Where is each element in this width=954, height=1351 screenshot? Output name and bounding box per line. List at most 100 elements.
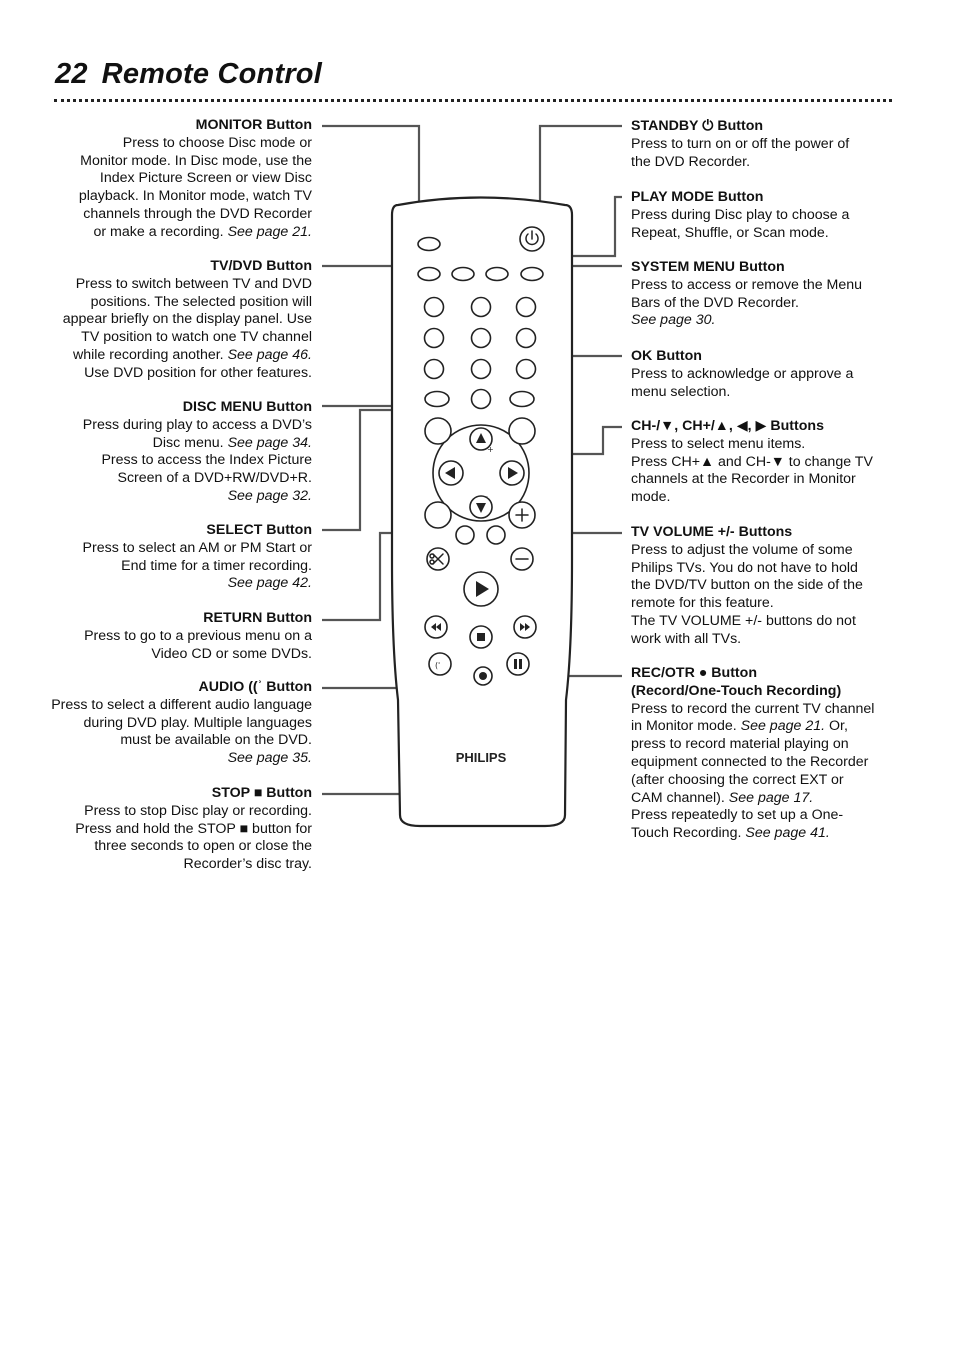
svg-text:-: - [485, 492, 488, 501]
ok-heading: OK Button [631, 348, 702, 364]
discmenu-ref: See page 34. [227, 434, 312, 451]
tvdvd-heading: TV/DVD Button [210, 258, 312, 274]
tvdvd-text2: Use DVD position for other features. [84, 364, 312, 381]
playmode-description: PLAY MODE Button Press during Disc play … [631, 189, 893, 242]
pause-button [506, 652, 530, 676]
tvdvd-ref: See page 46. [227, 346, 312, 363]
number-button-7 [423, 358, 445, 380]
discmenu-heading: DISC MENU Button [182, 399, 312, 415]
record-dot-icon [479, 672, 487, 680]
select-button [424, 417, 452, 445]
pause-icon [514, 659, 517, 669]
number-button-9 [515, 358, 537, 380]
rec-ref: See page 21. [740, 718, 826, 735]
return-button [424, 501, 452, 529]
tvdvd-button [417, 266, 441, 282]
rec-ref2: See page 17. [728, 789, 814, 806]
rec-text: Press to record the current TV channel i… [631, 700, 875, 735]
arrow-left-icon [445, 467, 455, 479]
rec-heading: REC/OTR ● Button [631, 665, 757, 681]
stop-heading: STOP ■ Button [211, 785, 312, 801]
stop-description: STOP ■ Button Press to stop Disc play or… [42, 785, 312, 874]
leader-standby [538, 124, 622, 230]
dotted-divider [54, 99, 892, 102]
small-button-b [486, 525, 506, 545]
number-button-1 [423, 296, 445, 318]
arrow-up-icon [476, 433, 486, 443]
monitor-ref: See page 21. [227, 223, 312, 240]
monitor-heading: MONITOR Button [195, 117, 312, 133]
number-button-5 [470, 327, 492, 349]
audio-heading: AUDIO ((ʾ Button [198, 679, 312, 695]
oval-button-2 [451, 266, 475, 282]
monitor-button [417, 236, 441, 252]
svg-text:+: + [487, 445, 494, 454]
systemmenu-text: Press to access or remove the Menu Bars … [631, 276, 863, 311]
return-text: Press to go to a previous menu on a Vide… [84, 627, 312, 662]
rec-ref3: See page 41. [745, 825, 830, 842]
page-title: 22 Remote Control [55, 58, 336, 91]
playmode-heading: PLAY MODE Button [631, 189, 764, 205]
playmode-button [485, 266, 509, 282]
rec-text2: Or, press to record material playing on … [631, 718, 869, 806]
tvdvd-text: Press to switch between TV and DVD posit… [62, 275, 312, 363]
monitor-description: MONITOR Button Press to choose Disc mode… [42, 117, 312, 242]
arrow-right-icon [508, 467, 518, 479]
rec-heading2: (Record/One-Touch Recording) [631, 682, 842, 699]
rec-text3: Press repeatedly to set up a One- Touch … [631, 807, 844, 842]
systemmenu-button [509, 390, 535, 408]
audio-ref: See page 35. [227, 750, 312, 767]
select-description: SELECT Button Press to select an AM or P… [42, 522, 312, 593]
tvvol-text: Press to adjust the volume of some Phili… [631, 541, 863, 647]
audio-icon: (ʾ [435, 661, 441, 670]
ok-button [508, 417, 536, 445]
number-button-2 [470, 296, 492, 318]
brand-logo: PHILIPS [456, 750, 507, 765]
number-button-8 [470, 358, 492, 380]
discmenu-ref2: See page 32. [227, 487, 312, 504]
oval-button-4 [520, 266, 544, 282]
title-text: Remote Control [101, 58, 322, 90]
ok-text: Press to acknowledge or approve a menu s… [631, 365, 854, 400]
systemmenu-ref: See page 30. [631, 312, 716, 329]
number-button-6 [515, 327, 537, 349]
tvdvd-description: TV/DVD Button Press to switch between TV… [42, 258, 312, 383]
play-icon [476, 581, 489, 597]
fast-forward-icon [520, 623, 530, 631]
power-icon [525, 233, 539, 246]
return-description: RETURN Button Press to go to a previous … [42, 610, 312, 663]
tvvol-heading: TV VOLUME +/- Buttons [631, 524, 793, 540]
ok-description: OK Button Press to acknowledge or approv… [631, 348, 893, 401]
audio-text: Press to select a different audio langua… [51, 696, 312, 749]
select-ref: See page 42. [227, 575, 312, 592]
navigation-ring [432, 424, 530, 522]
rewind-icon [431, 623, 441, 631]
discmenu-button [424, 390, 450, 408]
discmenu-description: DISC MENU Button Press during play to ac… [42, 399, 312, 506]
ch-description: CH-/▼, CH+/▲, ◀, ▶ Buttons Press to sele… [631, 418, 893, 507]
select-heading: SELECT Button [206, 522, 312, 538]
ch-heading: CH-/▼, CH+/▲, ◀, ▶ Buttons [631, 418, 824, 434]
ch-text: Press to select menu items. Press CH+▲ a… [631, 435, 873, 506]
systemmenu-description: SYSTEM MENU Button Press to access or re… [631, 259, 893, 330]
number-button-0 [470, 388, 492, 410]
standby-description: STANDBY ⏻ Button Press to turn on or off… [631, 118, 893, 171]
number-button-3 [515, 296, 537, 318]
standby-heading: STANDBY ⏻ Button [631, 118, 764, 134]
arrow-down-icon [476, 503, 486, 513]
stop-text: Press to stop Disc play or recording. Pr… [75, 802, 312, 873]
playmode-text: Press during Disc play to choose a Repea… [631, 206, 850, 241]
return-heading: RETURN Button [203, 610, 312, 626]
audio-button [428, 652, 452, 676]
small-button-a [455, 525, 475, 545]
rec-description: REC/OTR ● Button (Record/One-Touch Recor… [631, 665, 893, 843]
discmenu-text2: Press to access the Index Picture Screen… [101, 452, 312, 487]
discmenu-text: Press during play to access a DVD’s Disc… [82, 416, 312, 451]
monitor-text: Press to choose Disc mode or Monitor mod… [78, 134, 312, 240]
page-number: 22 [55, 58, 88, 90]
systemmenu-heading: SYSTEM MENU Button [631, 259, 785, 275]
number-button-4 [423, 327, 445, 349]
select-text: Press to select an AM or PM Start or End… [82, 539, 312, 574]
audio-description: AUDIO ((ʾ Button Press to select a diffe… [42, 679, 312, 768]
